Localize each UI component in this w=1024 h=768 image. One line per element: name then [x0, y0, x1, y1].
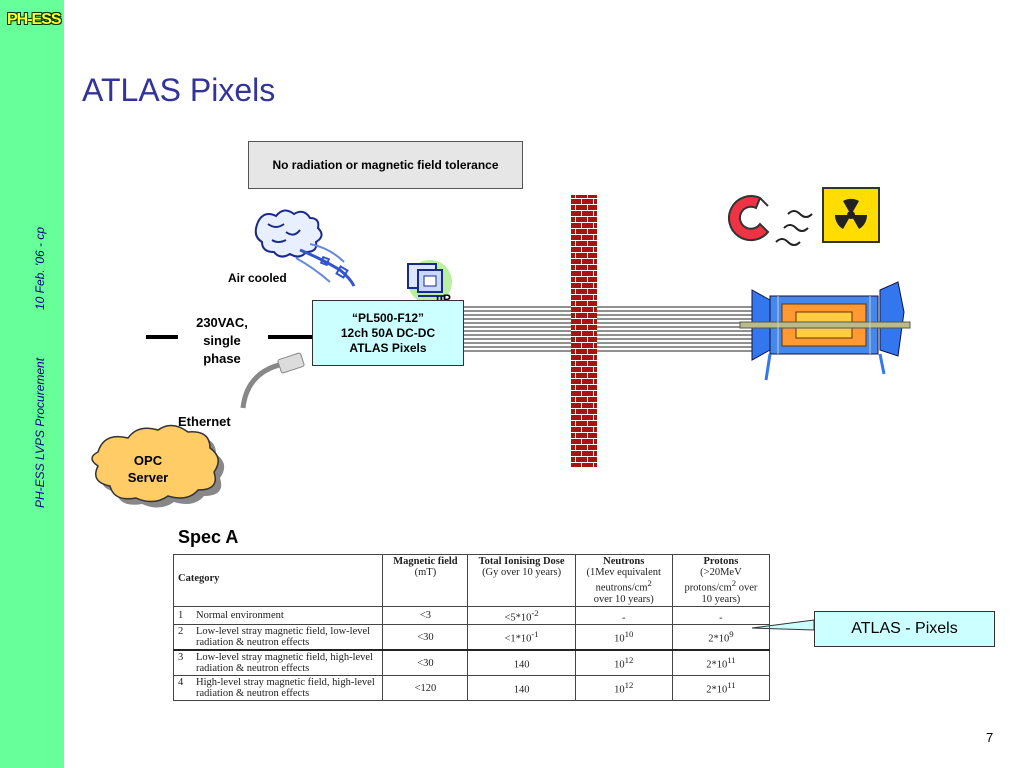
col-category: Category [172, 554, 384, 607]
row-magnetic: <30 [382, 624, 469, 651]
row-tid: 140 [467, 649, 576, 676]
row-tid: 140 [467, 675, 576, 701]
magnet-icon [728, 195, 813, 246]
row-neutrons: - [574, 605, 673, 625]
air-cooling-icon [254, 209, 356, 287]
ps-target: ATLAS Pixels [349, 340, 427, 355]
row-tid: <1*10-1 [467, 624, 576, 651]
tolerance-callout: No radiation or magnetic field tolerance [248, 141, 523, 189]
opc-server-label: OPC Server [120, 452, 176, 486]
radiation-shield-wall [571, 195, 597, 467]
col-magnetic: Magnetic field (mT) [382, 554, 469, 607]
atlas-detector-image [739, 281, 911, 381]
input-line-3: phase [203, 351, 241, 366]
radiation-icon [822, 187, 880, 243]
row-magnetic: <120 [382, 675, 469, 701]
page-number: 7 [986, 730, 994, 745]
input-power-label: 230VAC, single phase [186, 314, 258, 368]
output-cables [464, 306, 760, 352]
ph-ess-logo: PH-ESS [7, 11, 62, 28]
col-protons: Protons (>20MeV protons/cm2 over 10 year… [671, 554, 771, 607]
input-line-2: single [203, 333, 241, 348]
row-magnetic: <3 [382, 605, 469, 625]
row-tid: <5*10-2 [467, 605, 576, 625]
opc-line-2: Server [127, 470, 169, 485]
atlas-pixels-label: ATLAS - Pixels [851, 620, 958, 637]
atlas-pixels-callout: ATLAS - Pixels [814, 611, 995, 647]
opc-line-1: OPC [133, 453, 163, 468]
row-neutrons: 1012 [574, 675, 673, 701]
ps-channels: 12ch 50A DC-DC [340, 325, 436, 340]
air-cooled-label: Air cooled [228, 271, 287, 285]
row-magnetic: <30 [382, 649, 469, 676]
row-protons: 2*109 [671, 624, 771, 651]
row-protons: 2*1011 [671, 649, 771, 676]
row-neutrons: 1012 [574, 649, 673, 676]
input-line-1: 230VAC, [196, 315, 248, 330]
ps-model: “PL500-F12” [351, 310, 425, 325]
ethernet-label: Ethernet [178, 414, 231, 429]
row-neutrons: 1010 [574, 624, 673, 651]
slide-title: ATLAS Pixels [82, 72, 276, 108]
opc-server-cloud [91, 424, 225, 508]
spec-heading: Spec A [178, 527, 239, 547]
col-tid: Total Ionising Dose (Gy over 10 years) [467, 554, 576, 607]
col-neutrons: Neutrons (1Mev equivalent neutrons/cm2 o… [574, 554, 673, 607]
power-supply-box: “PL500-F12” 12ch 50A DC-DC ATLAS Pixels [312, 300, 464, 366]
row-protons: 2*1011 [671, 675, 771, 701]
spec-table: Category Magnetic field (mT) Total Ionis… [172, 554, 771, 701]
microprocessor-icon [407, 260, 452, 304]
spec-header-row: Category Magnetic field (mT) Total Ionis… [172, 554, 771, 607]
ethernet-cable-icon [240, 352, 305, 409]
sidebar: PH-ESS 10 Feb. '06 - cp PH-ESS LVPS Proc… [0, 0, 64, 768]
row-protons: - [671, 605, 771, 625]
tolerance-text: No radiation or magnetic field tolerance [272, 158, 499, 172]
